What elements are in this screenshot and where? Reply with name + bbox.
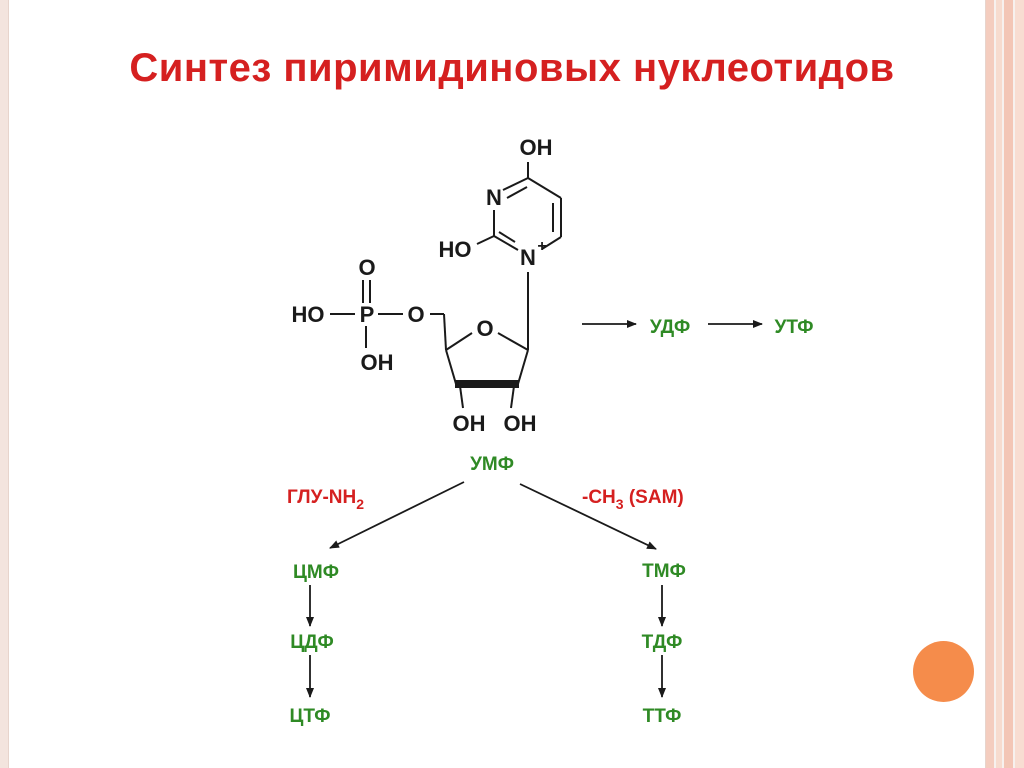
ribose-oh-right: OH <box>504 411 537 436</box>
right-stripe-3 <box>1004 0 1013 768</box>
bond-c1prime-c2prime <box>517 349 529 385</box>
phosphate-oh: OH <box>361 350 394 375</box>
label-udf: УДФ <box>650 317 690 338</box>
label-ctp: ЦТФ <box>290 706 331 727</box>
reagent-glu-nh2-sub: 2 <box>356 496 364 512</box>
bond-n1-c2-double <box>498 231 516 243</box>
bond-c3prime-c2prime-bold <box>455 380 519 388</box>
bond-c6-n1 <box>541 236 562 250</box>
bond-c2prime-oh <box>510 385 515 409</box>
right-stripe-4 <box>1015 0 1024 768</box>
bond-c4prime-c5prime <box>443 313 447 351</box>
ring-ho: HO <box>439 237 472 262</box>
right-stripe-1 <box>986 0 994 768</box>
label-ttp: ТТФ <box>643 706 682 727</box>
bond-c4-c5 <box>527 177 562 199</box>
label-cdp: ЦДФ <box>290 632 333 653</box>
label-utf: УТФ <box>775 317 814 338</box>
ribose-oh-left: OH <box>453 411 486 436</box>
reagent-ch3-main: -CH <box>582 487 616 508</box>
reagent-ch3-sub: 3 <box>616 496 624 512</box>
ribose-ring-o: O <box>476 316 493 341</box>
label-tmp: ТМФ <box>642 561 686 582</box>
bond-o4-c4prime <box>445 332 473 351</box>
label-cmp: ЦМФ <box>293 562 339 583</box>
label-tdp: ТДФ <box>642 632 683 653</box>
phosphate-o-top: O <box>358 255 375 280</box>
bond-c4prime-c3prime <box>445 349 457 385</box>
bond-c3prime-oh <box>459 385 464 409</box>
pathway-arrows <box>306 320 763 698</box>
phosphate-ho: HO <box>292 302 325 327</box>
label-ump: УМФ <box>470 454 514 475</box>
bond-n3-c4 <box>502 177 529 191</box>
reagent-glu-nh2: ГЛУ-NH2 <box>287 487 364 512</box>
bond-n3-c4-double <box>506 186 528 199</box>
ring-n3: N <box>486 185 502 210</box>
ring-n1: N <box>520 245 536 270</box>
reagent-ch3-sam: -CH3 (SAM) <box>582 487 684 512</box>
reagent-glu-nh2-main: ГЛУ-NH <box>287 487 356 508</box>
phosphate-p: P <box>360 302 375 327</box>
bond-c2-ho <box>476 235 495 245</box>
left-stripe <box>0 0 8 768</box>
molecule-bonds <box>330 162 562 409</box>
arrow-ump-tmp <box>519 483 657 550</box>
ring-n1-charge: + <box>537 238 546 255</box>
reagent-sam: (SAM) <box>624 487 684 508</box>
arrow-ump-cmp <box>329 481 465 549</box>
bond-o4-c1prime <box>497 332 529 351</box>
ring-oh-top: OH <box>520 135 553 160</box>
bond-n1-c2 <box>493 235 519 251</box>
phosphate-o-link: O <box>407 302 424 327</box>
right-stripe-2 <box>996 0 1002 768</box>
slide-title: Синтез пиримидиновых нуклеотидов <box>129 46 895 90</box>
decorative-orange-circle <box>913 641 974 702</box>
